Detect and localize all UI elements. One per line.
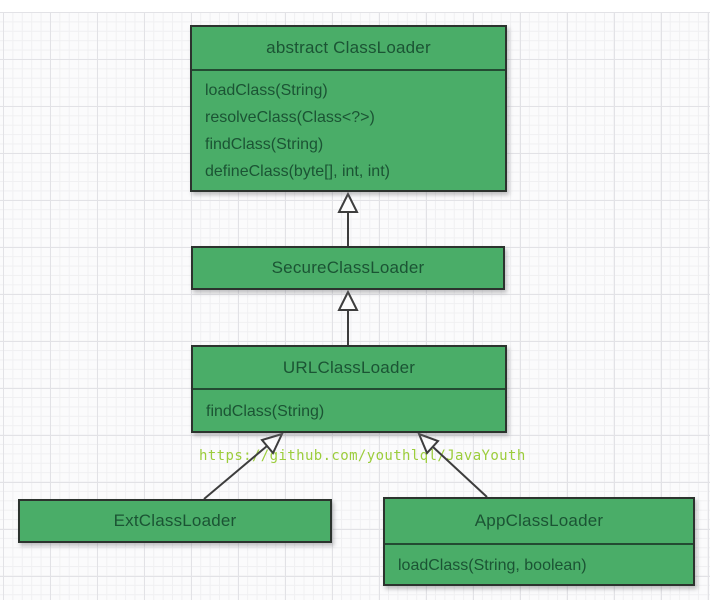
inheritance-arrow-secure-to-classloader (337, 191, 359, 246)
class-title-appclassloader: AppClassLoader (385, 499, 693, 545)
method-app-loadclass: loadClass(String, boolean) (398, 556, 587, 574)
class-box-urlclassloader: URLClassLoader findClass(String) (191, 345, 507, 433)
class-box-secureclassloader: SecureClassLoader (191, 246, 505, 290)
class-methods-classloader: loadClass(String) resolveClass(Class<?>)… (192, 71, 505, 192)
inheritance-arrow-ext-to-url (203, 432, 284, 500)
inheritance-arrow-app-to-url (417, 432, 488, 498)
class-box-appclassloader: AppClassLoader loadClass(String, boolean… (383, 497, 695, 586)
method-findclass: findClass(String) (205, 136, 324, 154)
class-title-extclassloader: ExtClassLoader (113, 511, 237, 530)
method-defineclass: defineClass(byte[], int, int) (205, 163, 390, 181)
method-resolveclass: resolveClass(Class<?>) (205, 108, 375, 126)
class-box-classloader: abstract ClassLoader loadClass(String) r… (190, 25, 507, 192)
top-white-strip (0, 0, 710, 12)
method-url-findclass: findClass(String) (206, 402, 325, 420)
class-box-extclassloader: ExtClassLoader (18, 499, 332, 543)
watermark-url: https://github.com/youthlql/JavaYouth (199, 448, 526, 464)
class-title-urlclassloader: URLClassLoader (193, 347, 505, 390)
class-title-secureclassloader: SecureClassLoader (271, 258, 425, 277)
class-methods-appclassloader: loadClass(String, boolean) (385, 545, 693, 586)
inheritance-arrow-url-to-secure (337, 289, 359, 345)
class-title-classloader: abstract ClassLoader (192, 27, 505, 71)
class-methods-urlclassloader: findClass(String) (193, 390, 505, 433)
method-loadclass: loadClass(String) (205, 81, 328, 99)
